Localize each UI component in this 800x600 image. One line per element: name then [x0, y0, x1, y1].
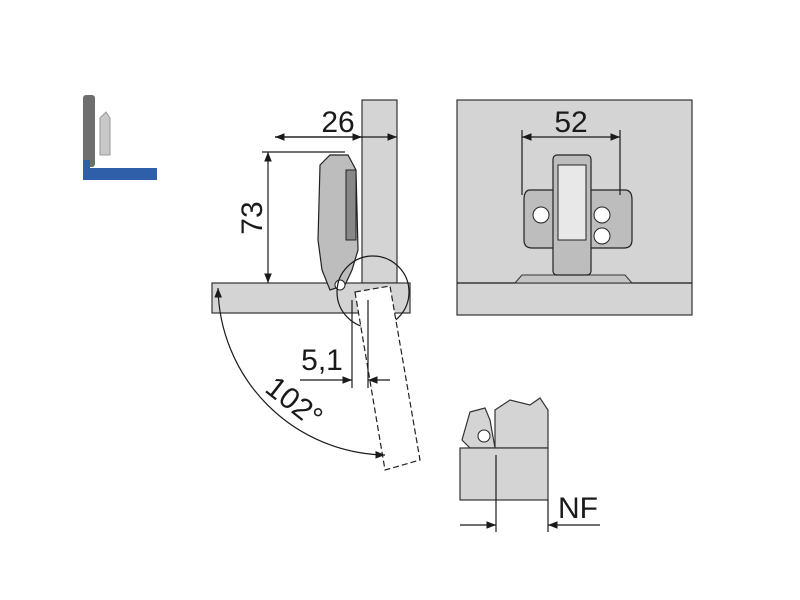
- dimension-nf: NF: [558, 492, 598, 525]
- dimension-5-1: 5,1: [301, 344, 343, 377]
- open-door-outline: [354, 285, 421, 471]
- mounting-type-icon: [83, 95, 157, 180]
- dimension-26: 26: [321, 106, 354, 139]
- dimension-52: 52: [554, 106, 587, 139]
- front-view: 52: [456, 99, 693, 316]
- side-view: 26 73 5,1 102°: [211, 99, 421, 471]
- cabinet-side-panel: [361, 99, 398, 284]
- dimension-73: 73: [236, 201, 269, 234]
- angle-arc: [214, 287, 386, 459]
- overlay-detail: NF: [459, 397, 600, 532]
